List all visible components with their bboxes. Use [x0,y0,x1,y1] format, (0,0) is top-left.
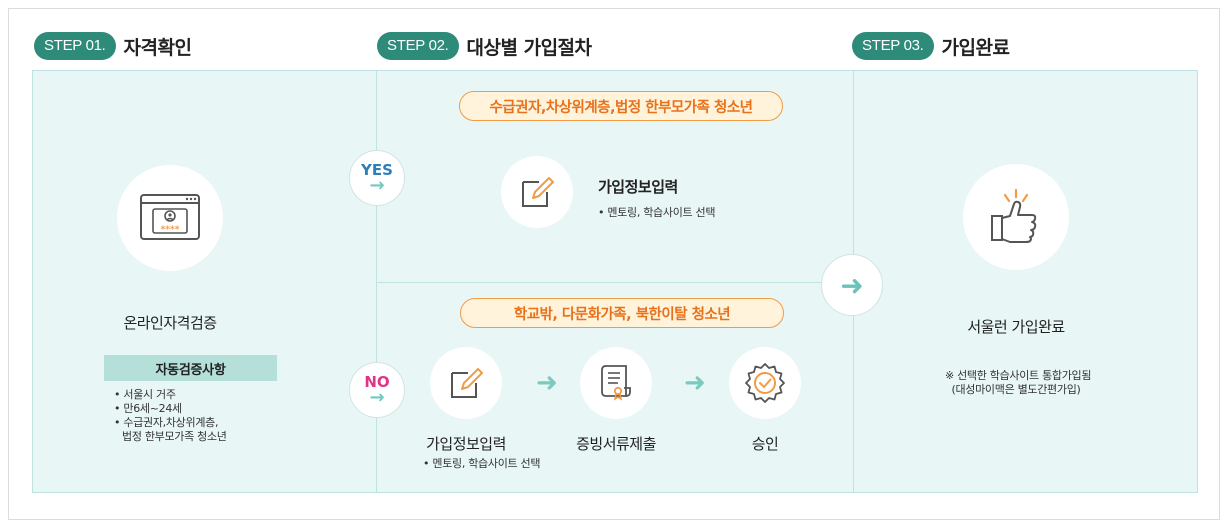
arrow-right-icon: ➜ [821,254,883,316]
step-02-pill: STEP 02. [377,32,459,60]
no-badge: NO → [349,362,405,418]
step-01-title: 자격확인 [123,36,192,59]
step-01-pill: STEP 01. [34,32,116,60]
complete-note-1: ※ 선택한 학습사이트 통합가입됨 [945,369,1092,382]
step-03-panel [853,70,1198,493]
step-01-header: STEP 01. 자격확인 [34,32,192,60]
auto-check-item: 수급권자,차상위계층, [114,416,227,430]
yes-step-desc: • 멘토링, 학습사이트 선택 [598,206,716,219]
yes-label: YES [361,161,393,179]
no-step2-title: 증빙서류제출 [576,435,656,453]
complete-note-2: (대성마이맥은 별도간편가입) [951,383,1081,396]
no-label: NO [364,373,390,391]
auto-check-item: 법정 한부모가족 청소년 [122,430,227,443]
no-step3-title: 승인 [751,435,779,453]
yes-target-pill: 수급권자,차상위계층,법정 한부모가족 청소년 [459,91,783,121]
login-screen-icon: **** [140,194,200,240]
no-step1-title: 가입정보입력 [426,435,506,453]
approval-circle [729,347,801,419]
auto-check-item: 서울시 거주 [114,388,227,402]
step-03-header: STEP 03. 가입완료 [852,32,1010,60]
edit-icon [451,368,483,398]
step-02-title: 대상별 가입절차 [466,36,592,59]
no-step1-desc: • 멘토링, 학습사이트 선택 [423,457,541,470]
arrow-right-icon: ➜ [684,368,706,398]
arrow-right-icon: → [369,387,385,408]
arrow-right-icon: → [369,175,385,196]
yes-edit-circle [501,156,573,228]
branch-divider [376,282,854,283]
no-edit-circle [430,347,502,419]
step-03-pill: STEP 03. [852,32,934,60]
step-02-header: STEP 02. 대상별 가입절차 [377,32,592,60]
document-icon [601,365,631,401]
auto-check-title: 자동검증사항 [104,355,277,381]
complete-icon-circle [963,164,1069,270]
thumbs-up-icon [991,188,1037,243]
document-circle [580,347,652,419]
yes-badge: YES → [349,150,405,206]
no-target-pill: 학교밖, 다문화가족, 북한이탈 청소년 [460,298,784,328]
auto-check-list: 서울시 거주 만6세~24세 수급권자,차상위계층, 법정 한부모가족 청소년 [114,388,227,444]
arrow-right-icon: ➜ [536,368,558,398]
edit-icon [522,177,554,207]
yes-step-title: 가입정보입력 [598,178,678,196]
signup-complete-label: 서울런 가입완료 [967,318,1065,336]
login-icon-circle: **** [117,165,223,271]
approval-badge-icon [745,363,785,403]
online-verification-label: 온라인자격검증 [123,314,217,332]
auto-check-item: 만6세~24세 [114,402,227,416]
step-02-panel [376,70,854,493]
svg-text:****: **** [161,225,180,235]
step-03-title: 가입완료 [941,36,1010,59]
